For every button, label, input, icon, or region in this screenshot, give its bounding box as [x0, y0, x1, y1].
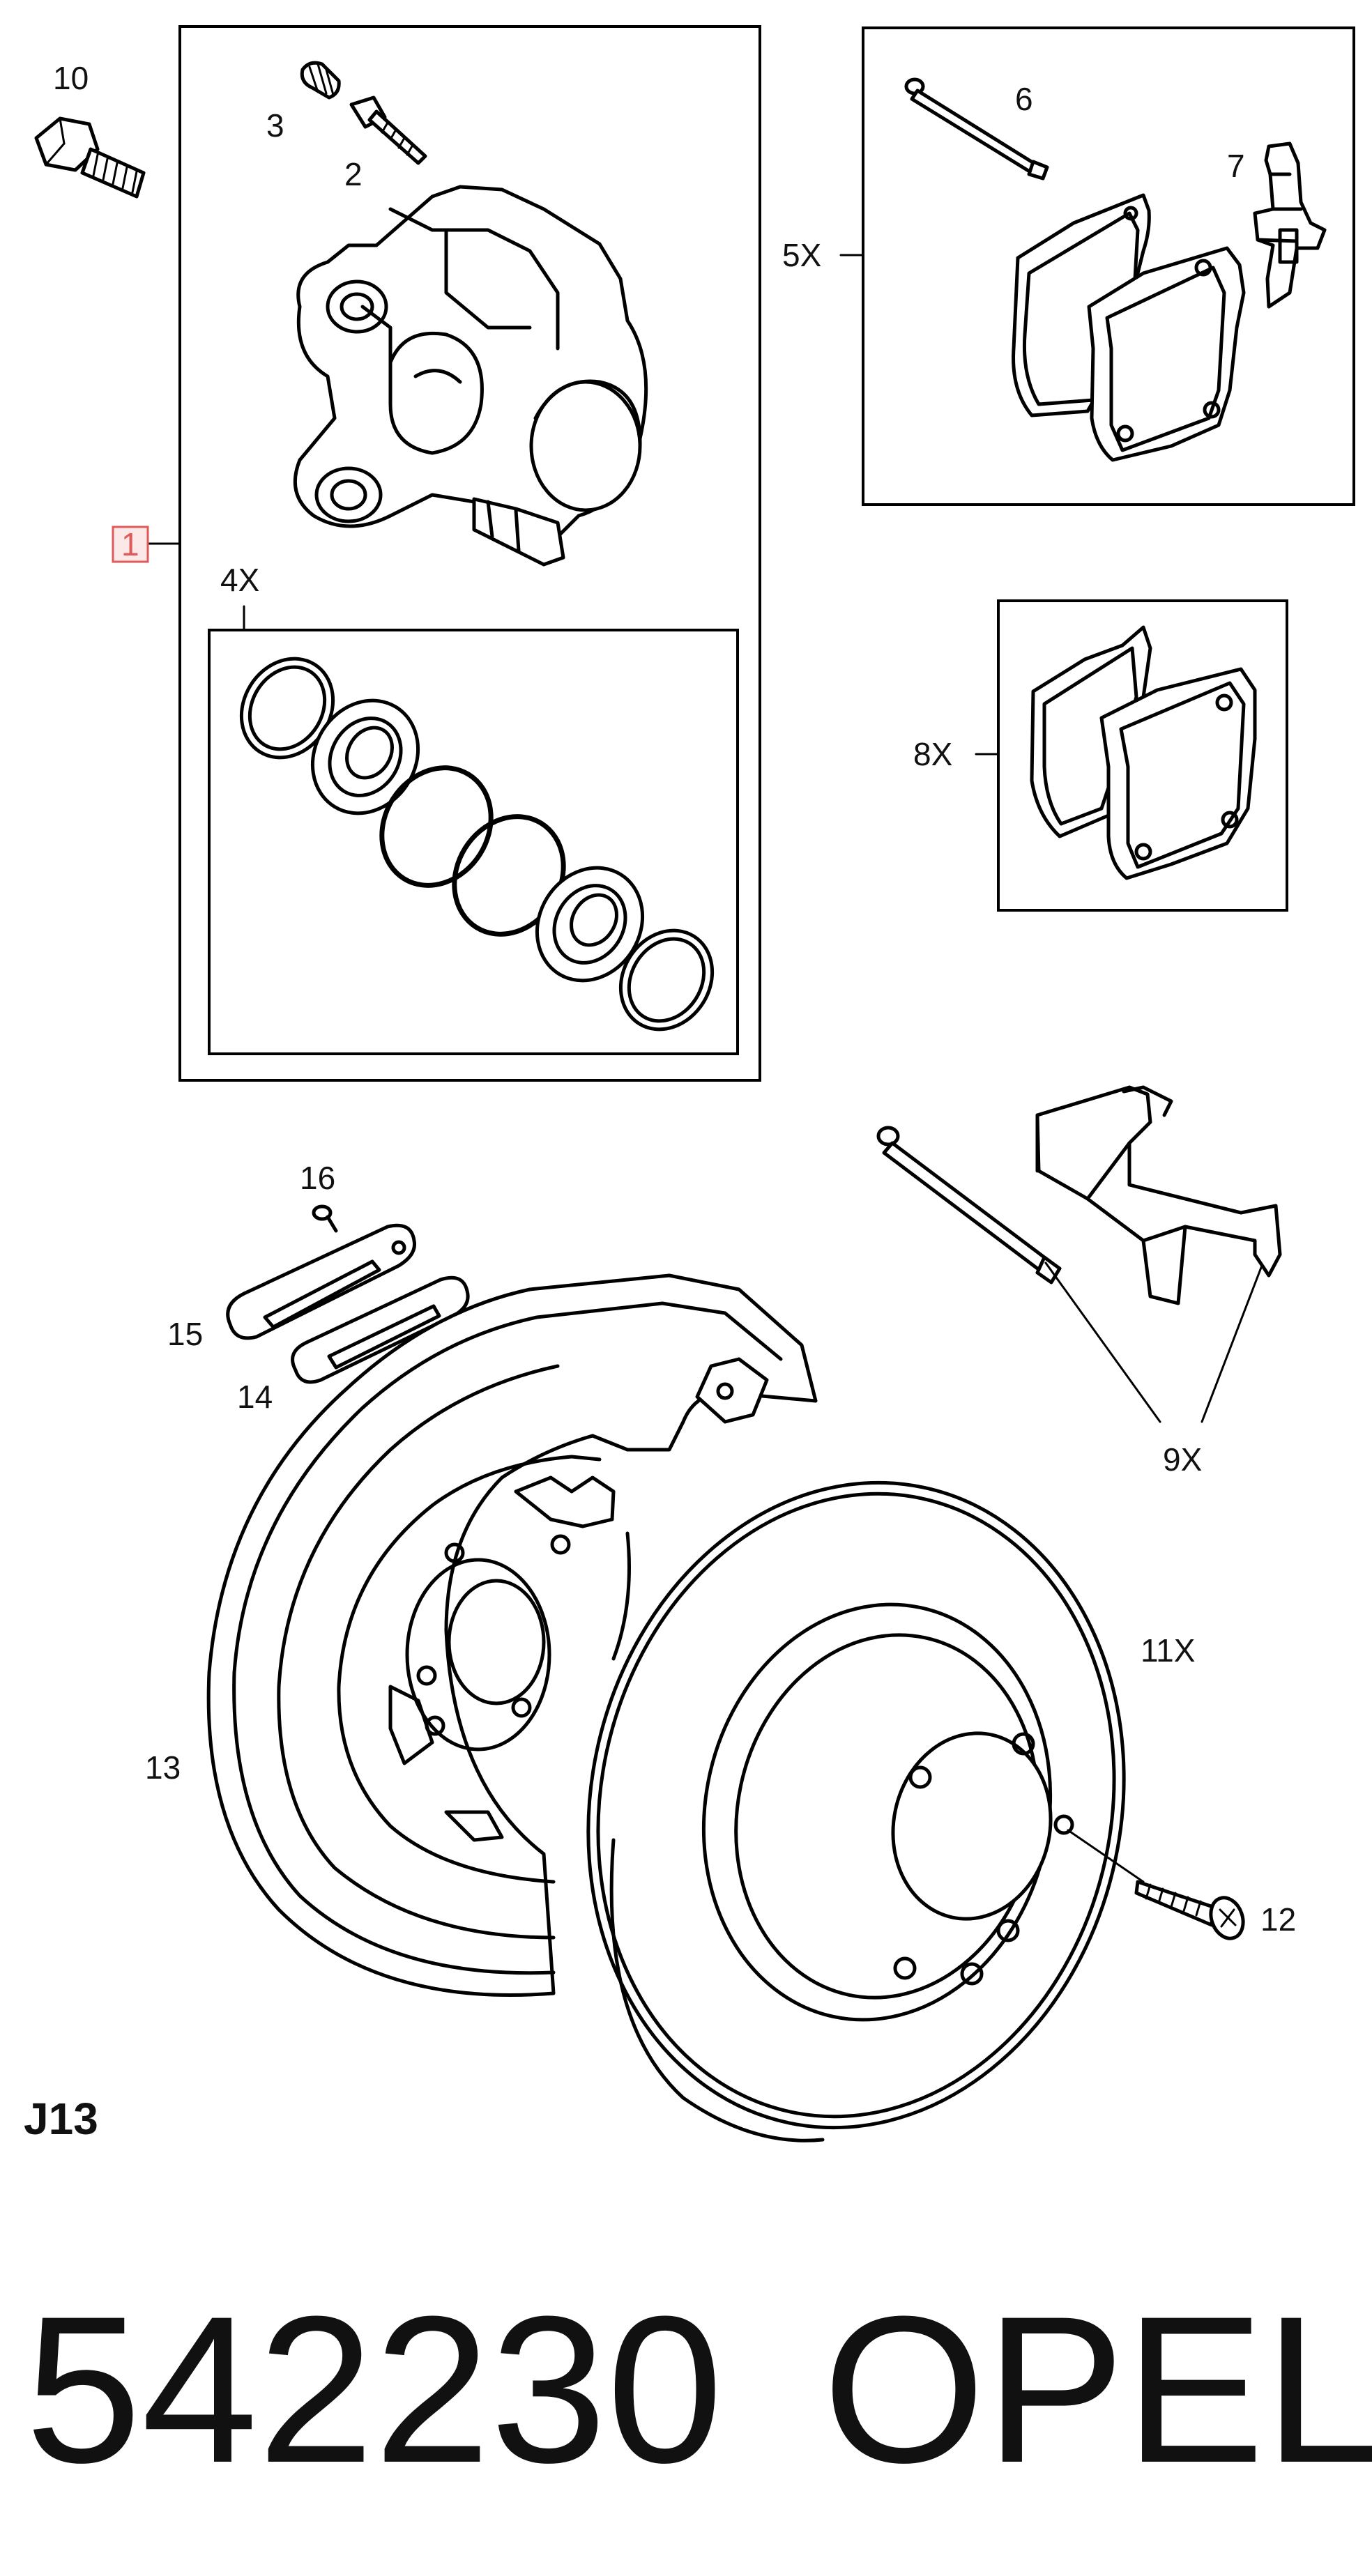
brake-disc-11x[interactable] — [529, 1432, 1182, 2178]
bleeder-cap-3[interactable] — [300, 61, 341, 100]
guide-pin-9x[interactable] — [876, 1126, 1062, 1285]
brand-name: OPEL — [823, 2272, 1372, 2506]
callout-16: 16 — [300, 1160, 335, 1196]
pad-kit-frame — [862, 26, 1355, 506]
screw-16[interactable] — [312, 1204, 338, 1233]
callout-4x: 4X — [220, 562, 259, 598]
seal-kit-rings[interactable] — [223, 641, 731, 1046]
callout-13: 13 — [145, 1749, 181, 1786]
callout-10: 10 — [53, 60, 89, 96]
cover-plate-15[interactable] — [226, 1223, 417, 1340]
callout-5x: 5X — [782, 237, 821, 273]
caliper-body[interactable] — [293, 185, 648, 567]
callout-leader-9x-pin — [1044, 1262, 1161, 1423]
brake-pad-8x-outer[interactable] — [1099, 667, 1257, 880]
callout-15: 15 — [167, 1316, 203, 1352]
callout-3: 3 — [266, 107, 284, 144]
callout-12: 12 — [1260, 1901, 1296, 1938]
gasket-plate-14[interactable] — [291, 1275, 470, 1384]
spring-clip-7[interactable] — [1253, 141, 1327, 309]
callout-1-highlight[interactable] — [112, 526, 149, 563]
part-number: 542230 — [25, 2272, 723, 2506]
callout-leader-12 — [1067, 1829, 1145, 1883]
brake-pad-5x-outer[interactable] — [1087, 246, 1246, 462]
callout-1[interactable]: 1 — [121, 526, 139, 562]
callout-7: 7 — [1227, 148, 1245, 184]
callout-6: 6 — [1015, 81, 1033, 117]
bolt-10[interactable] — [34, 116, 146, 199]
screw-12[interactable] — [1134, 1880, 1249, 1943]
brake-pad-8x-inner[interactable] — [1030, 625, 1152, 838]
callout-2: 2 — [344, 156, 363, 192]
backing-plate-13[interactable] — [206, 1273, 818, 1997]
callout-9x: 9X — [1163, 1441, 1202, 1478]
callout-leader-9x-clip — [1200, 1264, 1263, 1423]
guide-pin-6[interactable] — [904, 77, 1049, 181]
spring-clip-9x[interactable] — [1035, 1085, 1282, 1305]
sheet-code: J13 — [24, 2094, 98, 2144]
callout-14: 14 — [237, 1379, 273, 1415]
bleeder-screw-2[interactable] — [349, 95, 427, 165]
callout-11x: 11X — [1141, 1632, 1195, 1669]
caliper-assembly-frame — [178, 25, 761, 1082]
seal-kit-frame — [208, 629, 739, 1055]
pad-set-8x-frame — [997, 599, 1288, 912]
callout-8x: 8X — [913, 736, 952, 772]
